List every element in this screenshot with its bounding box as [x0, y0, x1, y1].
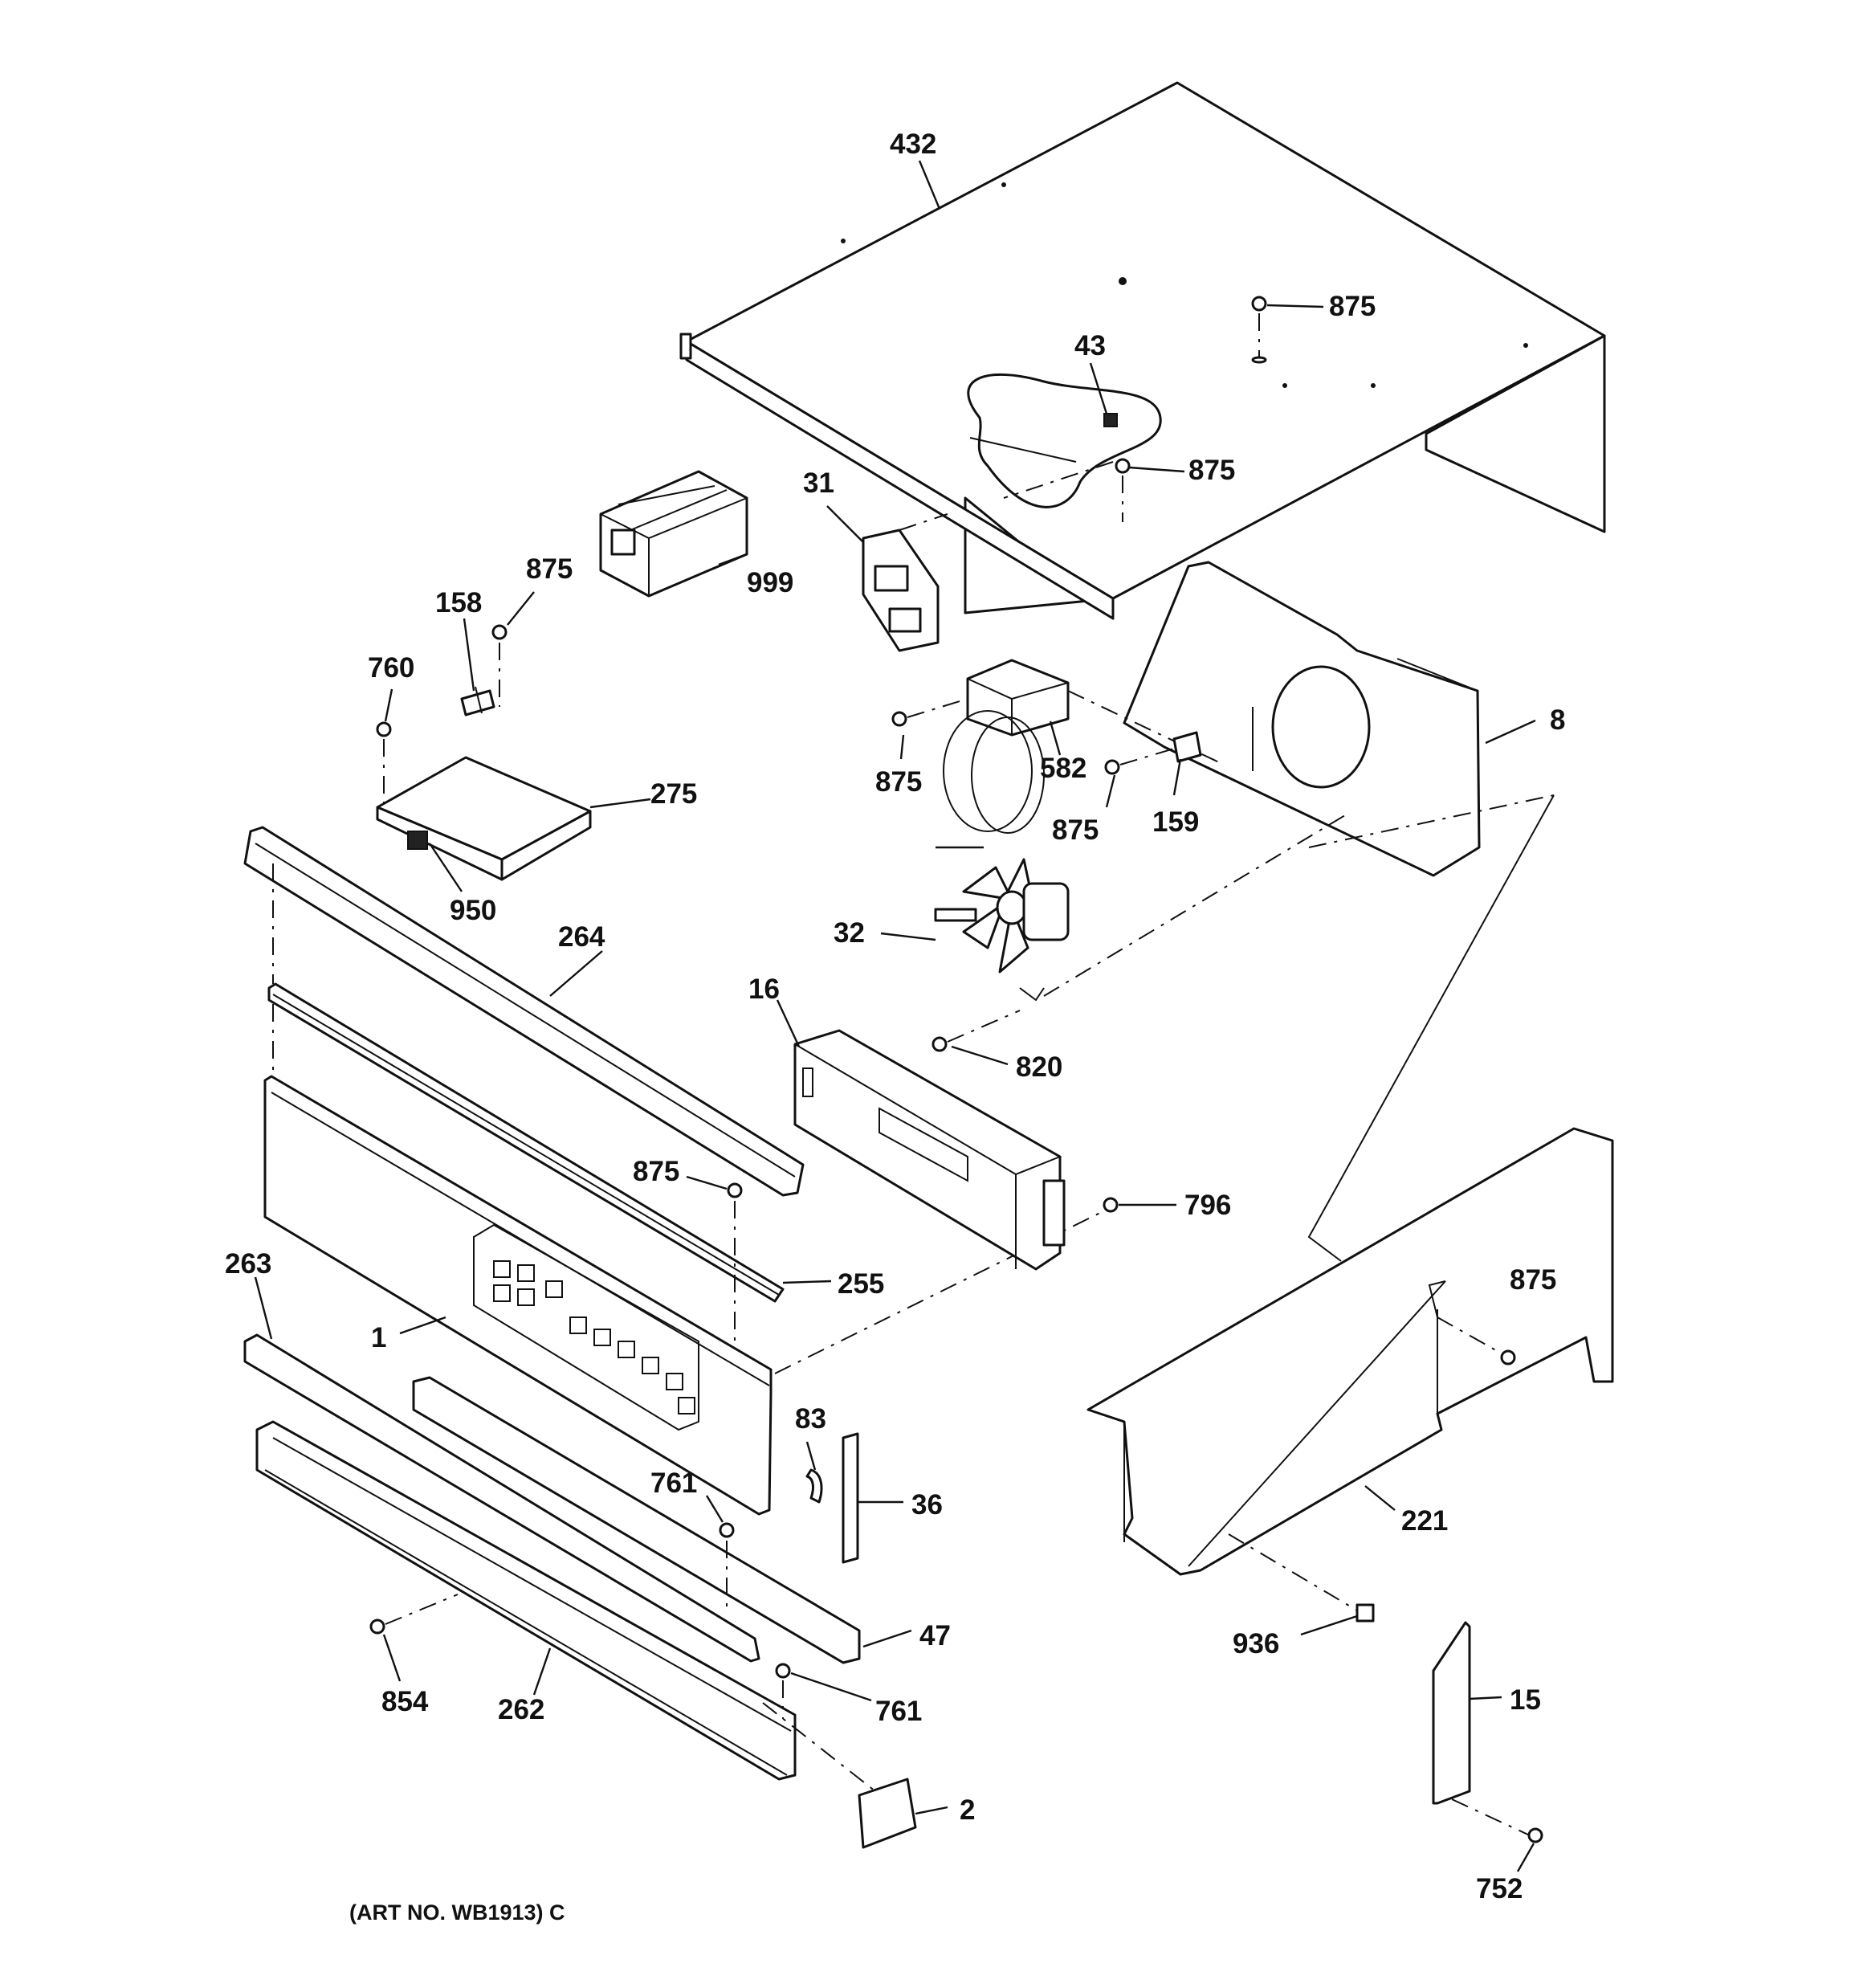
screw-875-582: [891, 698, 968, 727]
callout-158: 158: [435, 587, 482, 618]
callout-2: 2: [960, 1794, 975, 1826]
callout-1: 1: [371, 1322, 386, 1353]
part-582-transformer: [943, 659, 1221, 834]
callout-875: 875: [1329, 291, 1376, 322]
callout-275: 275: [650, 778, 697, 810]
callout-875: 875: [1052, 814, 1099, 846]
screw-875-middle: [1115, 458, 1131, 522]
screw-43: [1103, 413, 1118, 427]
part-159-switch: [1172, 731, 1202, 763]
part-999-box: [599, 470, 748, 598]
screw-875-159: [1104, 748, 1175, 775]
callout-854: 854: [381, 1686, 429, 1717]
callout-15: 15: [1510, 1684, 1541, 1716]
screw-752: [1527, 1827, 1543, 1843]
part-432-outer-case: [679, 81, 1606, 620]
part-8-inner-panel: [1123, 561, 1481, 877]
callout-999: 999: [747, 567, 793, 598]
part-2-end-cap: [762, 1702, 917, 1849]
screw-760: [376, 721, 392, 811]
part-83-clip: [805, 1468, 823, 1504]
screw-875-221: [1437, 1316, 1516, 1365]
part-47-vent-panel: [412, 1376, 861, 1664]
callout-262: 262: [498, 1694, 544, 1725]
callout-8: 8: [1550, 704, 1565, 736]
callout-32: 32: [834, 917, 865, 949]
callout-255: 255: [838, 1268, 884, 1300]
part-1-control-panel: [263, 1075, 773, 1516]
callout-875: 875: [1188, 455, 1235, 486]
part-262-vent-grille: [255, 1420, 797, 1781]
callout-labels: 432 875 43 875 31 999 875 158 760 275 95…: [225, 129, 1565, 1904]
callout-159: 159: [1152, 806, 1199, 838]
callout-820: 820: [1016, 1051, 1062, 1083]
part-15-bracket: [1432, 1621, 1531, 1836]
callout-760: 760: [368, 652, 414, 684]
screw-875-158: [491, 624, 508, 707]
callout-83: 83: [795, 1403, 826, 1435]
part-31-relay-board: [862, 513, 948, 652]
screw-796: [1103, 1197, 1119, 1213]
part-263-trim-strip: [243, 1333, 760, 1663]
callout-36: 36: [911, 1489, 943, 1521]
art-number: (ART NO. WB1913) C: [349, 1900, 565, 1925]
callout-875: 875: [633, 1156, 679, 1187]
part-255-strip: [267, 982, 785, 1303]
callout-950: 950: [450, 895, 496, 926]
callout-47: 47: [919, 1620, 951, 1651]
callout-875: 875: [526, 553, 573, 585]
callout-263: 263: [225, 1248, 271, 1280]
callout-221: 221: [1401, 1505, 1448, 1537]
screw-761-lower: [775, 1663, 791, 1719]
part-950-switch: [407, 831, 428, 850]
part-936-nut: [1228, 1533, 1375, 1623]
callout-752: 752: [1476, 1873, 1523, 1904]
part-264-trim: [243, 826, 805, 1197]
part-158-thermostat: [460, 686, 495, 716]
callout-31: 31: [803, 467, 834, 499]
callout-761: 761: [650, 1468, 697, 1499]
callout-43: 43: [1074, 330, 1106, 361]
callout-936: 936: [1233, 1628, 1279, 1659]
callout-761: 761: [875, 1696, 922, 1727]
callout-875: 875: [1510, 1264, 1556, 1296]
part-221-side-panel: [1086, 794, 1614, 1576]
callout-875: 875: [875, 766, 922, 798]
screw-875-255: [727, 1182, 743, 1349]
screw-854: [369, 1594, 459, 1635]
callout-264: 264: [558, 921, 605, 953]
screw-761-upper: [719, 1522, 735, 1606]
part-32-fan-motor: [934, 812, 1350, 1002]
callout-16: 16: [748, 974, 780, 1005]
screw-820: [932, 1010, 1021, 1052]
leader-lines: [254, 160, 1536, 1872]
part-275-bracket: [376, 756, 651, 881]
callout-432: 432: [890, 129, 936, 160]
part-16-control-board: [793, 1029, 1066, 1271]
screw-875-top: [1251, 296, 1267, 364]
callout-582: 582: [1040, 753, 1086, 784]
part-36-bar: [842, 1432, 859, 1564]
callout-796: 796: [1184, 1190, 1231, 1221]
